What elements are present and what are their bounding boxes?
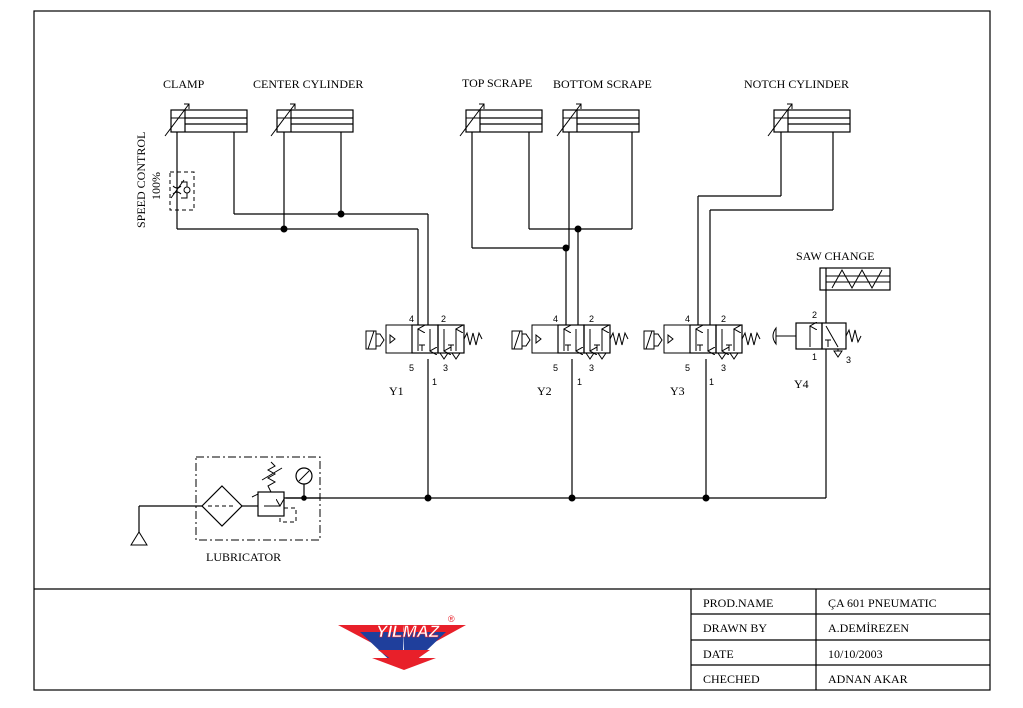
- y3-port-4: 4: [685, 314, 690, 324]
- y2-port-5: 5: [553, 363, 558, 373]
- piping-group-1: [177, 210, 429, 325]
- title-label-prod-name: PROD.NAME: [703, 596, 773, 610]
- y1-port-1: 1: [432, 377, 437, 387]
- label-speed-percent: 100%: [149, 172, 163, 200]
- speed-control-valve: [169, 170, 195, 229]
- title-label-date: DATE: [703, 647, 734, 661]
- y4-port-2: 2: [812, 310, 817, 320]
- title-block: [690, 589, 990, 690]
- clamp-cylinder: [164, 103, 248, 137]
- title-value-checked: ADNAN AKAR: [828, 672, 908, 686]
- y1-port-2: 2: [441, 314, 446, 324]
- y2-port-4: 4: [553, 314, 558, 324]
- y3-port-3: 3: [721, 363, 726, 373]
- yilmaz-logo: YILMAZ ®: [338, 614, 468, 674]
- y1-port-4: 4: [409, 314, 414, 324]
- y4-port-3: 3: [846, 355, 851, 365]
- label-center-cylinder: CENTER CYLINDER: [253, 77, 363, 91]
- saw-change-cylinder: [819, 267, 891, 323]
- valve-y1: [366, 325, 482, 359]
- notch-cylinder: [767, 103, 851, 137]
- lubricator-unit: [130, 456, 321, 546]
- y4-port-1: 1: [812, 352, 817, 362]
- main-supply-line: [286, 494, 826, 502]
- y2-port-1: 1: [577, 377, 582, 387]
- label-bottom-scrape: BOTTOM SCRAPE: [553, 77, 652, 91]
- valve-y2: [512, 325, 628, 359]
- label-lubricator: LUBRICATOR: [206, 550, 281, 564]
- cylinder-port-lines: [176, 132, 834, 248]
- drawing-frame: [33, 10, 991, 691]
- center-cylinder: [270, 103, 354, 137]
- title-label-checked: CHECHED: [703, 672, 760, 686]
- label-y3: Y3: [670, 384, 685, 398]
- valve-y3: [644, 325, 760, 359]
- label-y1: Y1: [389, 384, 404, 398]
- bottom-scrape-cylinder: [556, 103, 640, 137]
- y1-port-3: 3: [443, 363, 448, 373]
- label-y4: Y4: [794, 377, 809, 391]
- valve-y4: [772, 323, 862, 498]
- title-label-drawn-by: DRAWN BY: [703, 621, 767, 635]
- title-value-drawn-by: A.DEMİREZEN: [828, 621, 909, 635]
- label-top-scrape: TOP SCRAPE: [462, 76, 532, 90]
- y3-port-1: 1: [709, 377, 714, 387]
- y3-port-2: 2: [721, 314, 726, 324]
- label-saw-change: SAW CHANGE: [796, 249, 875, 263]
- label-clamp: CLAMP: [163, 77, 205, 91]
- title-value-date: 10/10/2003: [828, 647, 883, 661]
- y1-port-5: 5: [409, 363, 414, 373]
- piping-group-3: [697, 195, 833, 325]
- y2-port-3: 3: [589, 363, 594, 373]
- logo-text: YILMAZ: [376, 622, 440, 641]
- label-notch-cylinder: NOTCH CYLINDER: [744, 77, 849, 91]
- logo-registered-mark: ®: [448, 614, 455, 624]
- label-y2: Y2: [537, 384, 552, 398]
- y2-port-2: 2: [589, 314, 594, 324]
- supply-risers: [427, 359, 707, 498]
- top-scrape-cylinder: [459, 103, 543, 137]
- title-value-prod-name: ÇA 601 PNEUMATIC: [828, 596, 937, 610]
- y3-port-5: 5: [685, 363, 690, 373]
- piping-group-2: [472, 225, 632, 325]
- label-speed-control: SPEED CONTROL: [134, 132, 148, 228]
